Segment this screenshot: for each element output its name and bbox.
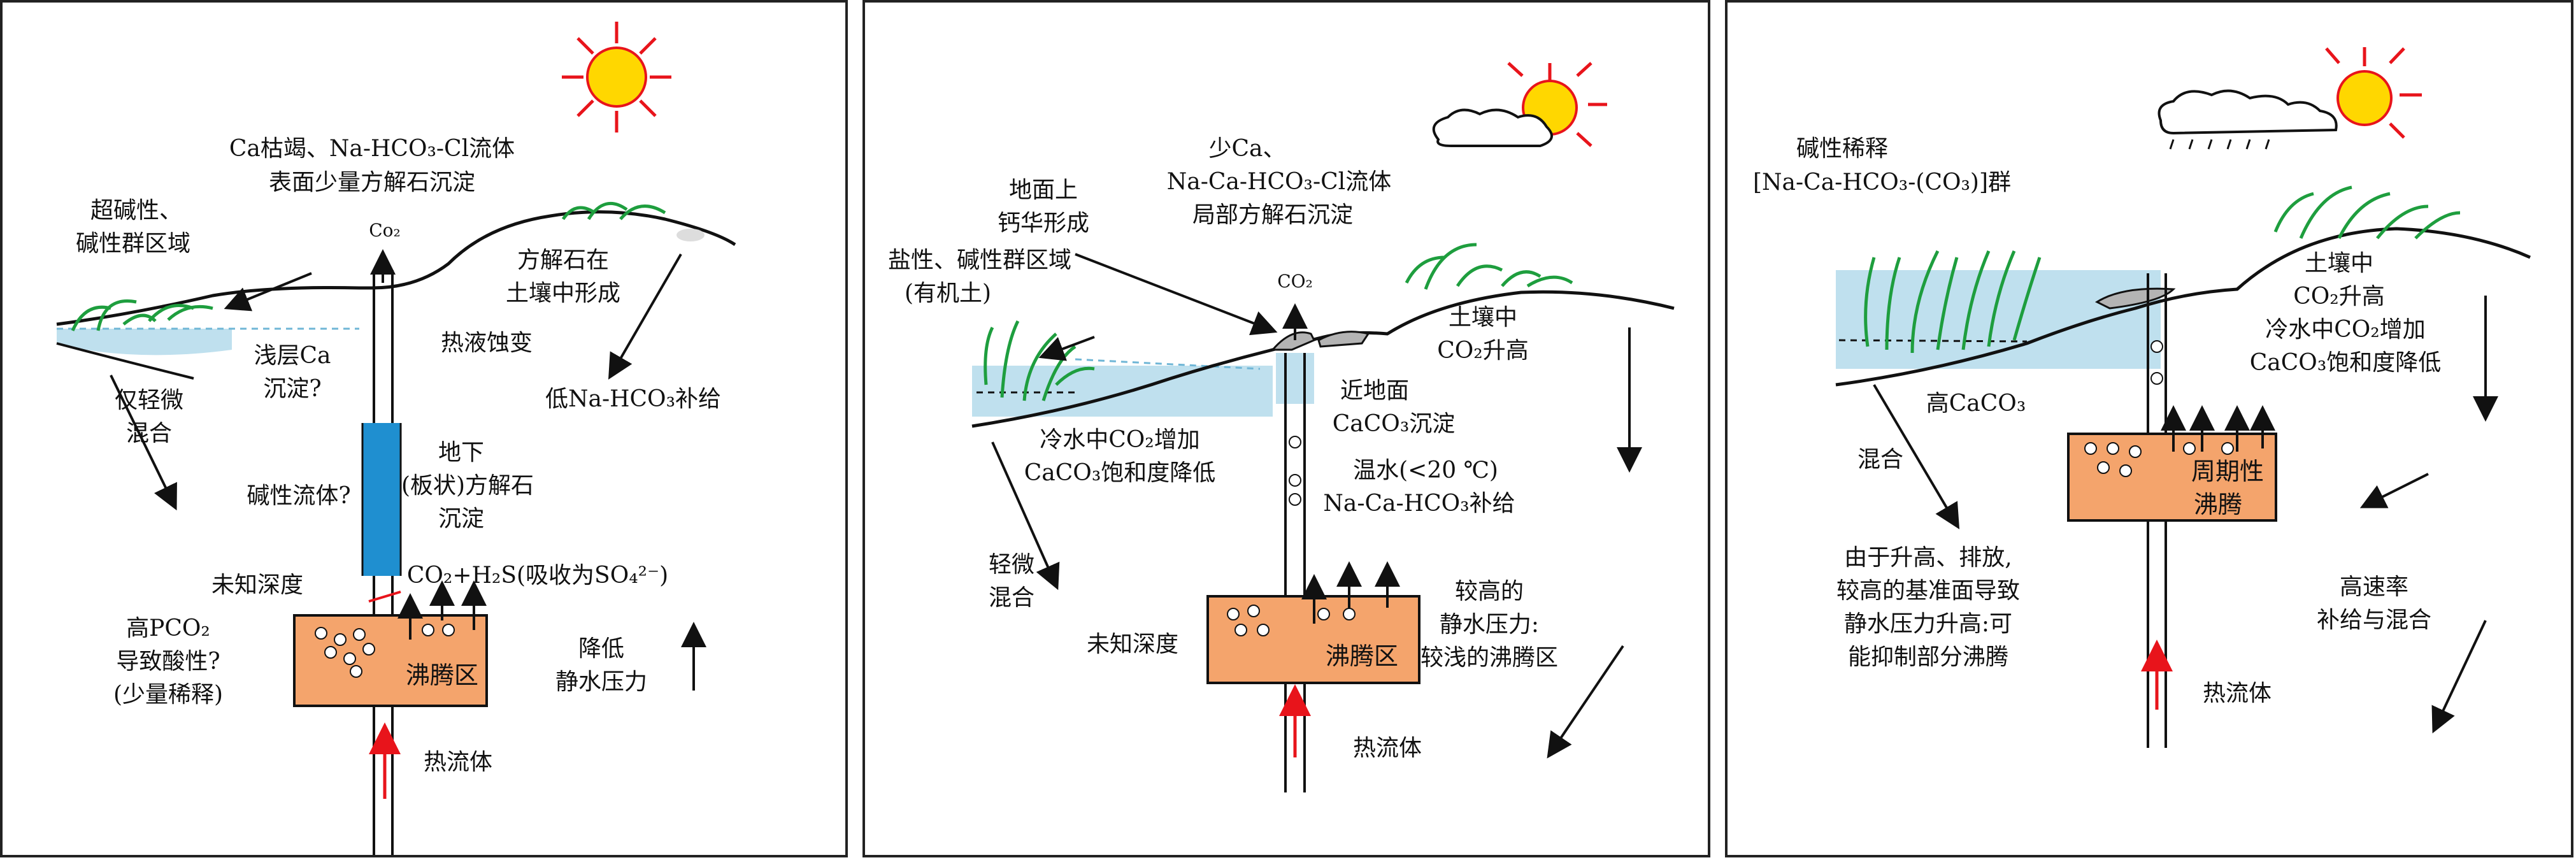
sinter-label-2: 钙华形成 [997, 210, 1089, 236]
pond [57, 329, 232, 355]
alkaline-zone-label-1: 超碱性、 [90, 197, 182, 224]
high-rate-label-1: 高速率 [2339, 574, 2408, 600]
panel-c-graphic [1835, 47, 2531, 748]
rain-icon [2169, 139, 2270, 150]
higher-pressure-label-3: 较浅的沸腾区 [1420, 645, 1558, 671]
panel-c: 碱性稀释 [Na-Ca-HCO₃-(CO₃)]群 土壤中 CO₂升高 冷水中CO… [1725, 0, 2573, 857]
underground-label-3: 沉淀 [438, 506, 484, 532]
saline-label-1: 盐性、碱性群区域 [887, 247, 1071, 273]
calcite-soil-label-1: 方解石在 [517, 247, 609, 273]
panel-a: Ca枯竭、Na-HCO₃-Cl流体 表面少量方解石沉淀 超碱性、 碱性群区域 C… [0, 0, 848, 857]
cold-water-label-1: 冷水中CO₂增加 [2265, 317, 2426, 343]
soil-co2-label-2: CO₂升高 [2293, 283, 2385, 310]
cold-water-label-2: CaCO₃饱和度降低 [2249, 350, 2442, 376]
calcite-soil-label-2: 土壤中形成 [505, 280, 620, 306]
ground-surface [56, 210, 736, 326]
calcite-vein [362, 423, 401, 576]
unknown-depth-label: 未知深度 [1086, 631, 1178, 657]
pond [1836, 270, 2161, 369]
grass-right [2273, 185, 2461, 240]
sun-icon [2325, 47, 2422, 139]
grass-right [1405, 243, 1573, 290]
slight-mix-label-2: 混合 [125, 420, 172, 447]
thermal-fluid-label: 热流体 [423, 749, 492, 775]
higher-pressure-label-2: 静水压力: [1439, 612, 1540, 638]
cold-water-label-2: CaCO₃饱和度降低 [1024, 460, 1216, 486]
panel-b: 少Ca、 Na-Ca-HCO₃-Cl流体 局部方解石沉淀 地面上 钙华形成 盐性… [862, 0, 1710, 857]
warm-water-label-2: Na-Ca-HCO₃补给 [1323, 491, 1515, 517]
soil-co2-label-1: 土壤中 [2304, 250, 2373, 276]
high-pco2-label-1: 高PCO₂ [126, 615, 210, 641]
underground-label-1: 地下 [438, 440, 484, 466]
near-surface-label-2: CaCO₃沉淀 [1332, 411, 1456, 437]
boiling-zone-label: 沸腾区 [1325, 642, 1398, 670]
lower-pressure-label-2: 静水压力 [555, 669, 647, 695]
low-na-recharge-label: 低Na-HCO₃补给 [545, 386, 721, 412]
high-caco3-label: 高CaCO₃ [1926, 391, 2026, 417]
alkaline-fluid-label: 碱性流体? [247, 483, 351, 509]
co2-label: CO₂ [1277, 271, 1313, 292]
high-pco2-label-2: 导致酸性? [116, 649, 220, 675]
pond [972, 366, 1273, 417]
grass-right [561, 202, 666, 220]
shallow-ca-label-2: 沉淀? [263, 376, 322, 402]
panel-b-graphic [971, 62, 1675, 792]
hydrothermal-label: 热液蚀变 [440, 330, 533, 356]
depletion-title: Ca枯竭、Na-HCO₃-Cl流体 [229, 136, 515, 162]
soil-co2-label-1: 土壤中 [1448, 305, 1517, 331]
sinter [2094, 287, 2176, 310]
periodic-label-1: 周期性 [2191, 457, 2264, 485]
lower-pressure-label-1: 降低 [578, 636, 624, 662]
slight-mix-label-1: 仅轻微 [114, 387, 183, 413]
rain-cloud-icon [2157, 89, 2338, 135]
warm-water-label-1: 温水(<20 ℃) [1353, 457, 1498, 484]
low-ca-label: 少Ca、 [1208, 136, 1286, 162]
cloud-icon [1432, 108, 1553, 147]
surface-calcite-label: 表面少量方解石沉淀 [268, 169, 475, 196]
periodic-label-2: 沸腾 [2193, 491, 2242, 519]
boiling-zone-label: 沸腾区 [405, 661, 478, 689]
high-pco2-label-3: (少量稀释) [113, 682, 224, 708]
slight-mix-label-2: 混合 [988, 585, 1034, 611]
underground-label-2: (板状)方解石 [401, 473, 534, 499]
desc-label-3: 静水压力升高:可 [1843, 611, 2013, 637]
soil-co2-label-2: CO₂升高 [1437, 338, 1529, 364]
grass-left [71, 299, 213, 332]
shallow-ca-label-1: 浅层Ca [254, 343, 331, 369]
unknown-depth-label: 未知深度 [211, 572, 303, 598]
panel-a-graphic [56, 22, 736, 855]
grass-left [1864, 250, 2042, 354]
local-calcite-label: 局部方解石沉淀 [1192, 202, 1353, 228]
higher-pressure-label-1: 较高的 [1454, 578, 1524, 605]
alkaline-dilution-label: 碱性稀释 [1796, 136, 1888, 162]
sinter-label-1: 地面上 [1008, 177, 1078, 203]
cold-water-label-1: 冷水中CO₂增加 [1040, 427, 1200, 453]
ground-surface [1835, 227, 2531, 387]
mixing-label: 混合 [1857, 447, 1903, 473]
desc-label-2: 较高的基准面导致 [1836, 578, 2020, 604]
thermal-fluid-label: 热流体 [2202, 680, 2272, 706]
sinter [1270, 331, 1316, 351]
gas-label: CO₂+H₂S(吸收为SO₄²⁻) [406, 563, 669, 589]
high-rate-label-2: 补给与混合 [2316, 607, 2431, 633]
near-surface-label-1: 近地面 [1340, 378, 1409, 404]
desc-label-4: 能抑制部分沸腾 [1847, 644, 2008, 670]
fluid-label: Na-Ca-HCO₃-Cl流体 [1166, 169, 1392, 195]
alkaline-zone-label-2: 碱性群区域 [75, 231, 190, 257]
co2-label: Co₂ [369, 220, 401, 241]
desc-label-1: 由于升高、排放, [1844, 545, 2012, 571]
sun-icon [562, 22, 671, 133]
group-label: [Na-Ca-HCO₃-(CO₃)]群 [1753, 169, 2012, 196]
saline-label-2: (有机土) [904, 280, 992, 306]
slight-mix-label-1: 轻微 [988, 552, 1034, 578]
thermal-fluid-label: 热流体 [1352, 735, 1422, 761]
